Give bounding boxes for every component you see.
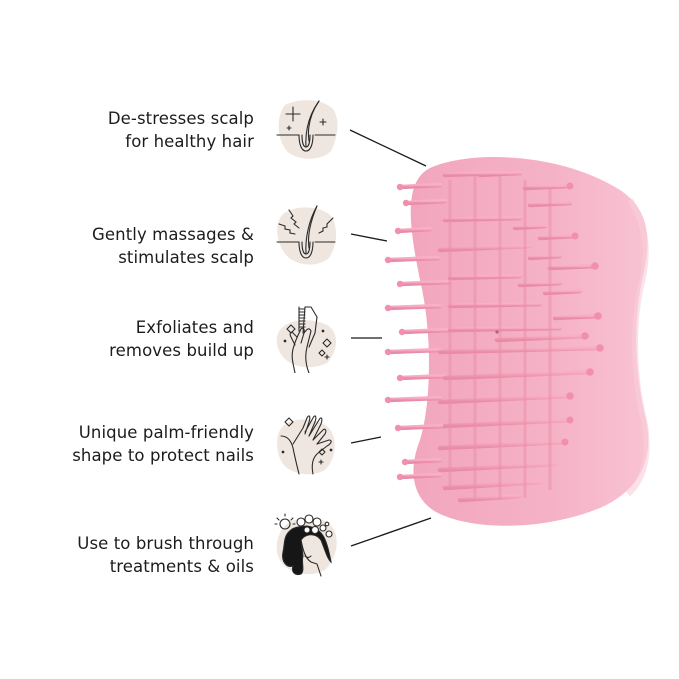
connector-line-5 (350, 517, 432, 547)
connector-line-4 (350, 436, 382, 444)
feature-line-1: Unique palm-friendly (78, 423, 254, 442)
feature-line-2: shape to protect nails (72, 446, 254, 465)
feature-line-2: for healthy hair (125, 132, 254, 151)
feature-treatments-text: Use to brush through treatments & oils (77, 532, 254, 578)
feature-line-1: Gently massages & (92, 225, 254, 244)
hand-nails-icon (271, 408, 341, 478)
feature-line-2: treatments & oils (109, 557, 254, 576)
feature-palm-text: Unique palm-friendly shape to protect na… (72, 421, 254, 467)
feature-destress-text: De-stresses scalp for healthy hair (108, 107, 254, 153)
feature-line-1: Exfoliates and (135, 318, 254, 337)
feature-line-1: Use to brush through (77, 534, 254, 553)
connector-line-2 (350, 233, 388, 242)
hair-follicle-stimulation-icon (271, 200, 341, 270)
bristle-stems (448, 176, 552, 500)
feature-line-2: stimulates scalp (118, 248, 254, 267)
feature-line-2: removes build up (109, 341, 254, 360)
feature-line-1: De-stresses scalp (107, 109, 254, 128)
hand-holding-brush-icon (271, 303, 341, 373)
feature-massage-text: Gently massages & stimulates scalp (92, 223, 254, 269)
center-dot (495, 330, 499, 334)
hair-follicle-sparkle-icon (271, 95, 341, 165)
bristles (385, 170, 603, 503)
woman-shampoo-foam-icon (271, 510, 341, 580)
feature-exfoliate-text: Exfoliates and removes build up (109, 316, 254, 362)
bristle-tips (384, 182, 604, 481)
connector-line-1 (349, 129, 427, 167)
